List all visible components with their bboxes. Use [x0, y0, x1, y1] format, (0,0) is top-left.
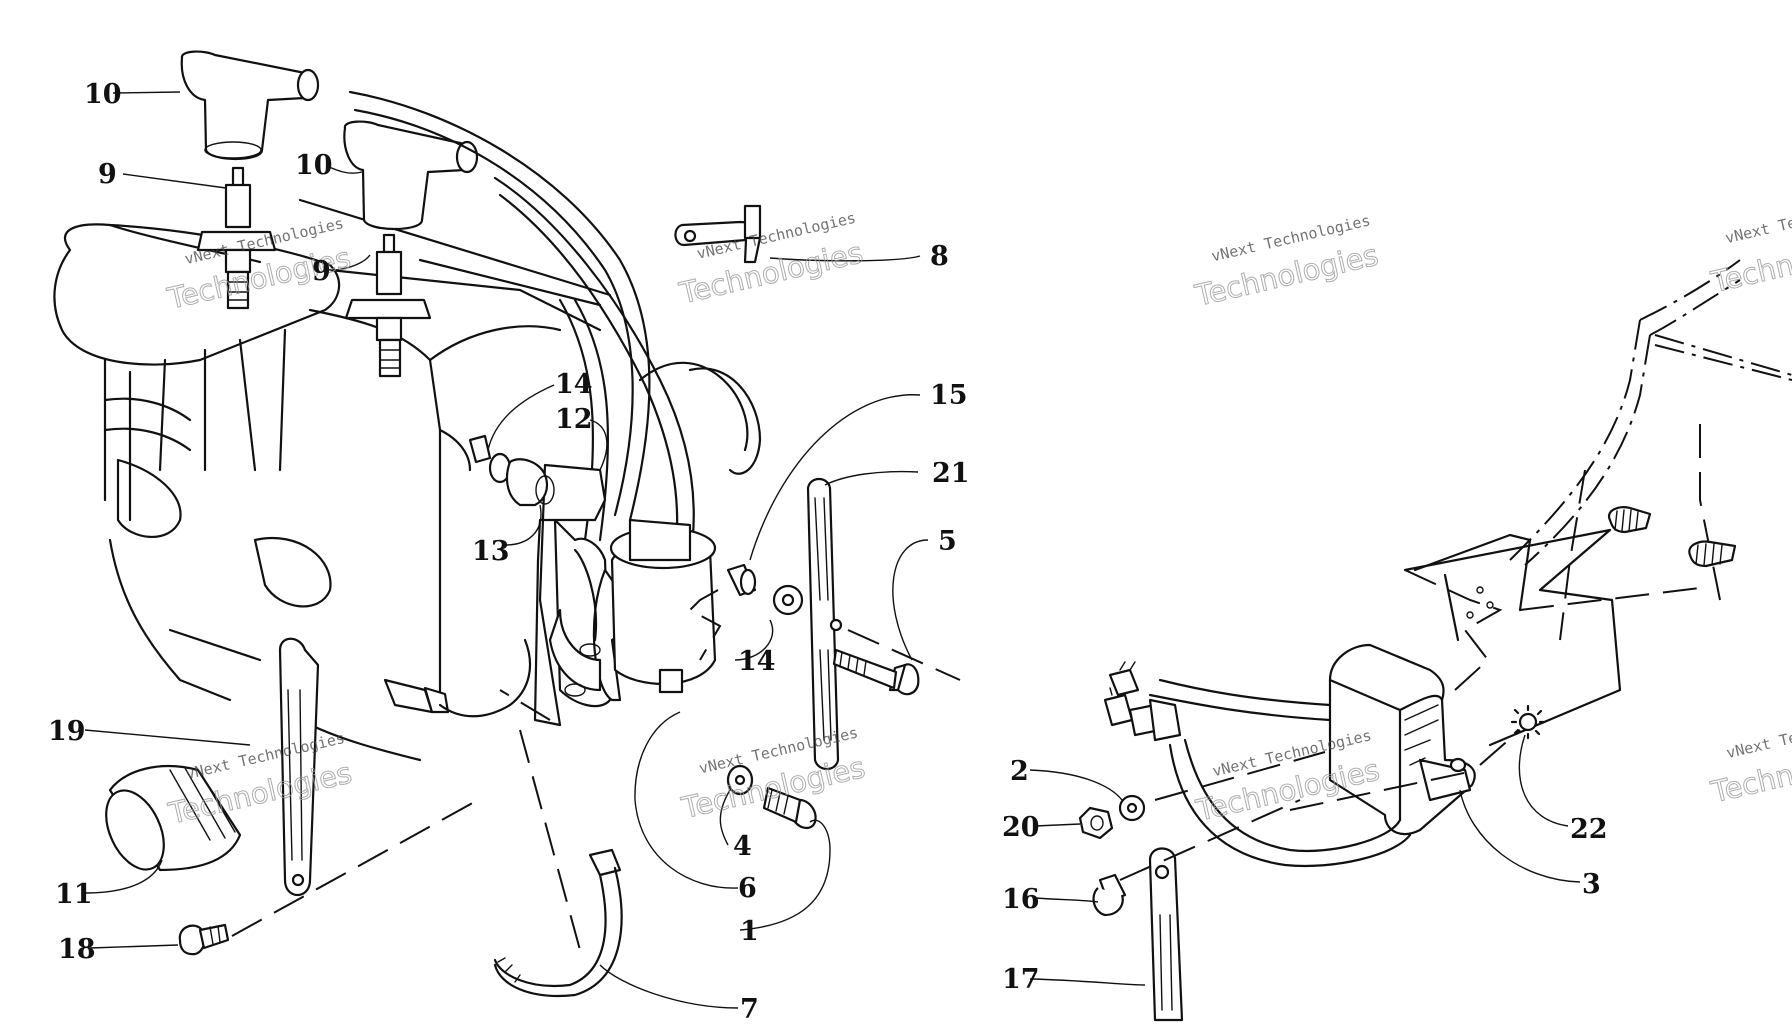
- hex-bolt: [178, 799, 479, 956]
- alignment-lines: [1403, 528, 1701, 747]
- spacer-washer: [726, 563, 804, 616]
- callout-labels: 10 9 10 9 14 12 13 8 15 21 5 14 19 11 18…: [48, 79, 1608, 1024]
- watermark-line1-clip: vNext Te: [1724, 213, 1792, 247]
- callout-10: 10: [295, 150, 333, 181]
- watermark: vNext Te Techn: [1707, 213, 1792, 299]
- watermark-line2-clip: Techn: [1707, 757, 1792, 809]
- cable-strap: [493, 848, 623, 998]
- retaining-strap: [278, 637, 320, 896]
- callout-7: 7: [740, 994, 759, 1024]
- leader-lines: [84, 91, 1581, 1009]
- callout-8: 8: [930, 241, 949, 272]
- callout-10: 10: [84, 79, 122, 110]
- watermark-line1-clip: vNext Te: [1725, 728, 1792, 762]
- callout-4: 4: [733, 831, 752, 862]
- callout-9: 9: [98, 159, 117, 190]
- callout-3: 3: [1582, 869, 1601, 900]
- callout-20: 20: [1002, 812, 1040, 843]
- alignment-lines: [1119, 729, 1521, 881]
- chassis-frame: [1404, 259, 1792, 691]
- callout-5: 5: [938, 526, 957, 557]
- callout-14: 14: [738, 646, 776, 677]
- watermark-line2-clip: Techn: [1707, 247, 1792, 299]
- ignition-coil: [533, 463, 717, 727]
- watermark: vNext Te Techn: [1707, 728, 1792, 810]
- spring: [1688, 540, 1737, 568]
- small-bracket: [674, 204, 762, 264]
- capacitor: [105, 764, 242, 872]
- spark-plug-cap: [180, 50, 320, 160]
- wire-connector: [1103, 661, 1182, 742]
- wire-connector: [383, 638, 532, 718]
- callout-6: 6: [738, 873, 757, 904]
- callout-15: 15: [930, 380, 968, 411]
- callout-19: 19: [48, 716, 86, 747]
- spring: [1607, 506, 1652, 534]
- mounting-bracket: [1148, 847, 1184, 1022]
- grommet: [468, 434, 555, 507]
- watermark: vNext Technologies Technologies: [1192, 726, 1383, 828]
- hex-nut: [1078, 806, 1114, 840]
- mounting-bracket: [806, 477, 843, 771]
- star-washer: [1510, 704, 1546, 740]
- callout-18: 18: [58, 934, 96, 965]
- cdi-module: [1328, 643, 1476, 836]
- callout-22: 22: [1570, 814, 1608, 845]
- callout-14: 14: [555, 369, 593, 400]
- washer: [726, 764, 754, 796]
- spark-plug: [344, 233, 432, 378]
- callout-13: 13: [472, 536, 510, 567]
- callout-11: 11: [55, 879, 93, 910]
- spark-plug: [196, 166, 277, 310]
- alignment-lines: [499, 589, 961, 951]
- callout-9: 9: [312, 256, 331, 287]
- hex-bolt: [832, 648, 920, 696]
- callout-17: 17: [1002, 964, 1040, 995]
- watermark: vNext Technologies Technologies: [1191, 211, 1382, 313]
- spark-plug-cap: [343, 120, 479, 230]
- watermark: vNext Technologies Technologies: [164, 729, 355, 831]
- callout-1: 1: [740, 916, 759, 947]
- washer: [1118, 794, 1146, 822]
- callout-21: 21: [932, 458, 970, 489]
- callout-16: 16: [1002, 884, 1040, 915]
- callout-2: 2: [1010, 756, 1029, 787]
- engine-block: [53, 198, 762, 762]
- callout-12: 12: [555, 404, 593, 435]
- hex-bolt: [762, 786, 817, 830]
- acorn-nut: [1092, 873, 1127, 917]
